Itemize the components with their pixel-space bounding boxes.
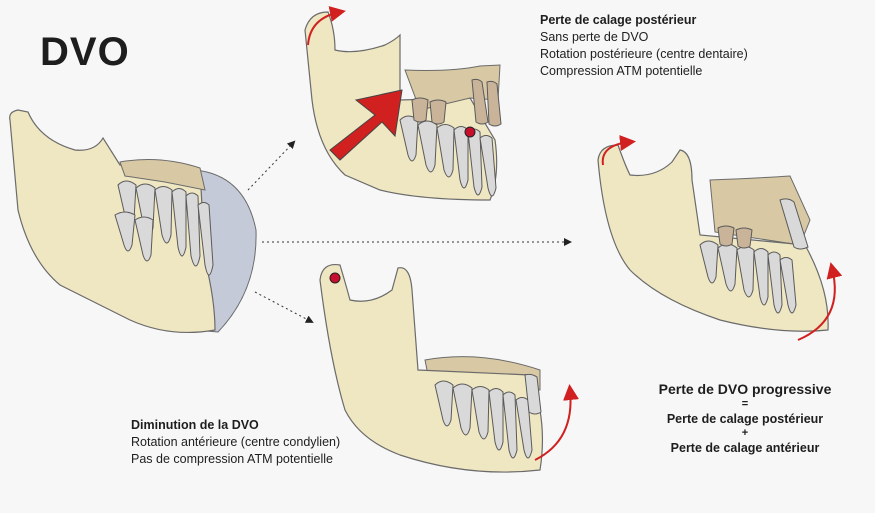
left-teeth [114, 180, 214, 276]
top-mandible [304, 6, 502, 201]
bottom-caption-heading: Diminution de la DVO [131, 418, 259, 432]
bottom-mandible [319, 263, 579, 473]
bottom-condyle-dot [329, 272, 341, 284]
right-caption-heading: Perte de DVO progressive [658, 381, 832, 397]
top-caption: Perte de calage postérieur Sans perte de… [540, 12, 748, 80]
bottom-caption: Diminution de la DVO Rotation antérieure… [131, 417, 340, 468]
left-maxilla [119, 159, 206, 191]
top-condyle-rotation-arrow [307, 6, 346, 46]
top-caption-heading: Perte de calage postérieur [540, 13, 697, 27]
right-mandible-body [597, 144, 829, 332]
right-caption-term1: Perte de calage postérieur [666, 412, 824, 426]
bottom-incisor-rotation-arrow [534, 384, 579, 461]
right-mandible [597, 135, 843, 341]
top-teeth [399, 78, 502, 197]
page-title: DVO [40, 30, 130, 74]
top-caption-line: Sans perte de DVO [540, 30, 649, 44]
top-force-arrow [329, 89, 403, 161]
bottom-caption-line: Rotation antérieure (centre condylien) [131, 435, 341, 449]
right-condyle-rotation-arrow [601, 135, 636, 166]
right-caption: Perte de DVO progressive = Perte de cala… [615, 380, 875, 456]
right-incisor-rotation-arrow [797, 262, 843, 341]
top-rotation-center-dot [464, 126, 476, 138]
right-maxilla [709, 175, 811, 246]
top-caption-line: Rotation postérieure (centre dentaire) [540, 47, 748, 61]
arrow-to-top [247, 140, 296, 191]
right-teeth [699, 198, 809, 314]
right-caption-term2: Perte de calage antérieur [670, 441, 820, 455]
right-caption-plus: + [741, 427, 749, 439]
left-mandible [9, 109, 257, 334]
bottom-caption-line: Pas de compression ATM potentielle [131, 452, 333, 466]
right-caption-equals: = [741, 398, 749, 410]
bottom-teeth [434, 373, 542, 459]
arrow-to-bottom [254, 291, 314, 323]
top-caption-line: Compression ATM potentielle [540, 64, 703, 78]
